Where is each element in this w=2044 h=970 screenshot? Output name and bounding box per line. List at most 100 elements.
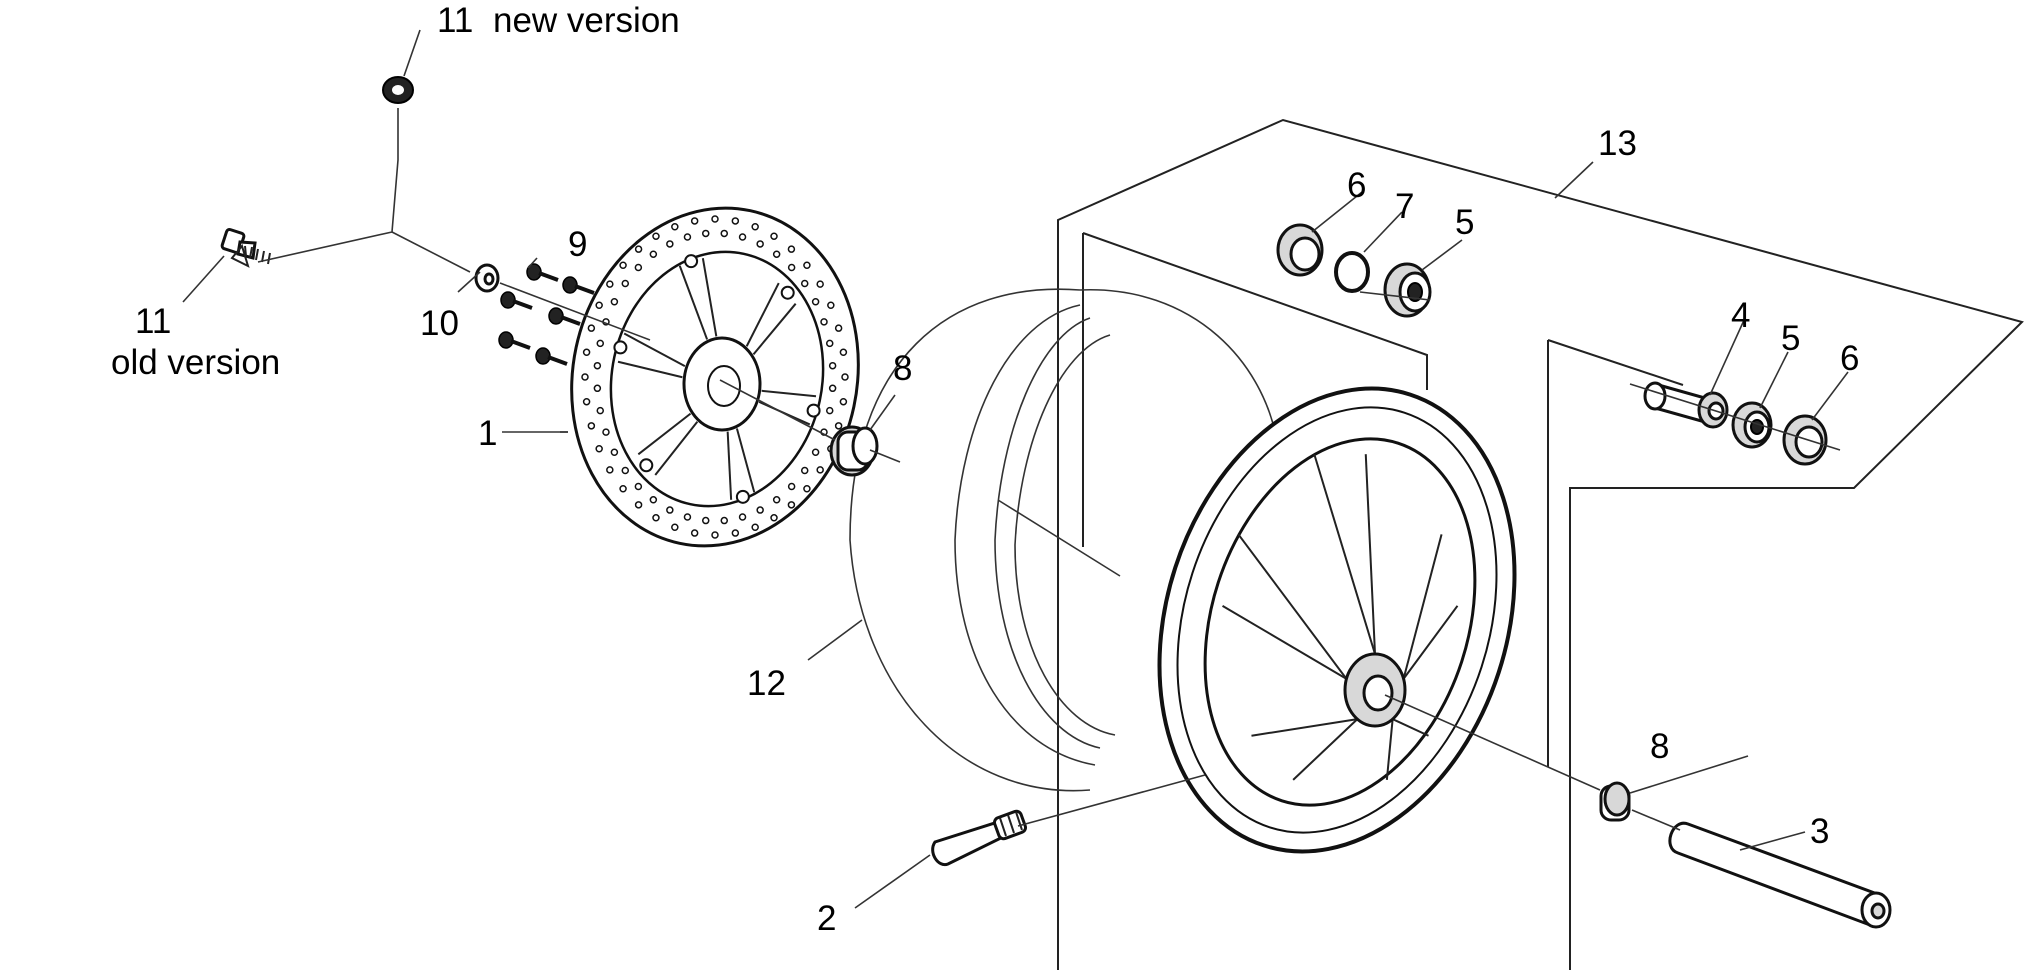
screw-shank bbox=[512, 299, 533, 310]
disc-hole bbox=[787, 263, 796, 272]
disc-hole bbox=[756, 506, 764, 514]
leader-lines bbox=[182, 29, 1849, 909]
label-12: 12 bbox=[747, 664, 786, 703]
disc-hole bbox=[596, 339, 605, 348]
disc-rivet bbox=[639, 458, 654, 473]
disc-hole bbox=[649, 250, 658, 258]
disc-hole bbox=[828, 384, 837, 393]
disc-rivet bbox=[806, 403, 821, 418]
seal-right bbox=[1782, 414, 1828, 466]
spacer-left bbox=[829, 425, 879, 477]
disc-hole bbox=[787, 501, 796, 509]
bearing-right bbox=[1731, 401, 1773, 449]
disc-hole bbox=[671, 222, 679, 231]
disc-hole bbox=[690, 217, 699, 225]
disc-hole bbox=[581, 373, 589, 381]
disc-hole bbox=[683, 233, 692, 241]
screw-head bbox=[498, 331, 514, 349]
disc-hole bbox=[606, 280, 614, 288]
disc-hole bbox=[803, 484, 811, 493]
disc-hole bbox=[827, 301, 835, 310]
disc-hole bbox=[634, 482, 643, 491]
disc-hole bbox=[828, 361, 837, 370]
label-4: 4 bbox=[1731, 296, 1750, 335]
label-10: 10 bbox=[420, 304, 459, 343]
disc-hole bbox=[800, 279, 809, 288]
disc-hole bbox=[770, 232, 778, 240]
label-8-right: 8 bbox=[1650, 727, 1669, 766]
disc-hole bbox=[683, 513, 692, 521]
disc-hole bbox=[621, 279, 630, 288]
disc-hole bbox=[610, 448, 619, 456]
screw-shank bbox=[538, 271, 559, 282]
label-11-new-text: new version bbox=[493, 1, 680, 40]
disc-hole bbox=[593, 361, 602, 370]
disc-hole bbox=[602, 428, 610, 436]
disc-hole bbox=[816, 466, 824, 474]
disc-hole bbox=[701, 516, 710, 525]
label-5-right: 5 bbox=[1781, 319, 1800, 358]
disc-hole bbox=[770, 514, 778, 522]
disc-hole bbox=[787, 482, 796, 491]
disc-hole bbox=[820, 318, 828, 326]
screw-head bbox=[535, 347, 551, 365]
label-11-old-text: old version bbox=[111, 343, 280, 382]
screw-head bbox=[500, 291, 516, 309]
front-wheel-rim bbox=[1157, 386, 1517, 854]
disc-spoke bbox=[701, 258, 718, 337]
disc-hole bbox=[816, 280, 824, 288]
label-1: 1 bbox=[478, 414, 497, 453]
disc-hole bbox=[634, 245, 643, 253]
disc-spoke bbox=[735, 428, 756, 493]
screw-head bbox=[562, 276, 578, 294]
label-11-old-number: 11 bbox=[135, 302, 171, 341]
disc-hole bbox=[711, 215, 719, 223]
bearing-upper bbox=[1383, 262, 1432, 318]
disc-hole bbox=[593, 384, 602, 393]
disc-hole bbox=[634, 263, 643, 272]
label-2: 2 bbox=[817, 899, 836, 938]
disc-hole bbox=[772, 496, 781, 504]
inner-spacer bbox=[1643, 381, 1729, 429]
wheel-spoke bbox=[1392, 718, 1429, 737]
screw-shank bbox=[510, 339, 531, 350]
disc-hole bbox=[582, 397, 591, 406]
disc-hole bbox=[671, 523, 679, 532]
disc-hole bbox=[800, 466, 809, 475]
disc-hole bbox=[803, 261, 811, 270]
disc-hole bbox=[596, 406, 605, 415]
disc-hole bbox=[834, 422, 843, 430]
disc-rivet bbox=[613, 340, 628, 355]
disc-hole bbox=[595, 301, 603, 310]
wheel-spoke bbox=[1402, 534, 1443, 680]
label-5-upper: 5 bbox=[1455, 203, 1474, 242]
disc-hole bbox=[666, 240, 674, 248]
screw-shank bbox=[547, 355, 568, 366]
seal-upper bbox=[1276, 223, 1324, 277]
disc-hole bbox=[610, 298, 619, 306]
disc-hole bbox=[811, 448, 820, 456]
washer bbox=[474, 263, 500, 293]
disc-hole bbox=[738, 513, 747, 521]
disc-hole bbox=[652, 232, 660, 240]
disc-hole bbox=[772, 250, 781, 258]
disc-spoke bbox=[617, 360, 683, 379]
disc-hole bbox=[720, 229, 729, 238]
label-8-left: 8 bbox=[893, 349, 912, 388]
disc-hole bbox=[711, 531, 719, 539]
label-6-upper: 6 bbox=[1347, 166, 1366, 205]
spacer-right bbox=[1599, 781, 1631, 822]
disc-spoke bbox=[726, 431, 733, 500]
disc-hole bbox=[595, 444, 603, 453]
label-7: 7 bbox=[1395, 187, 1414, 226]
disc-hole bbox=[834, 324, 843, 332]
disc-hole bbox=[811, 298, 820, 306]
disc-hole bbox=[839, 397, 848, 406]
bolt-old-version bbox=[220, 227, 271, 268]
wheel-spoke bbox=[1364, 454, 1376, 655]
disc-hole bbox=[690, 529, 699, 537]
wheel-spoke bbox=[1313, 453, 1376, 655]
disc-hole bbox=[787, 245, 796, 253]
